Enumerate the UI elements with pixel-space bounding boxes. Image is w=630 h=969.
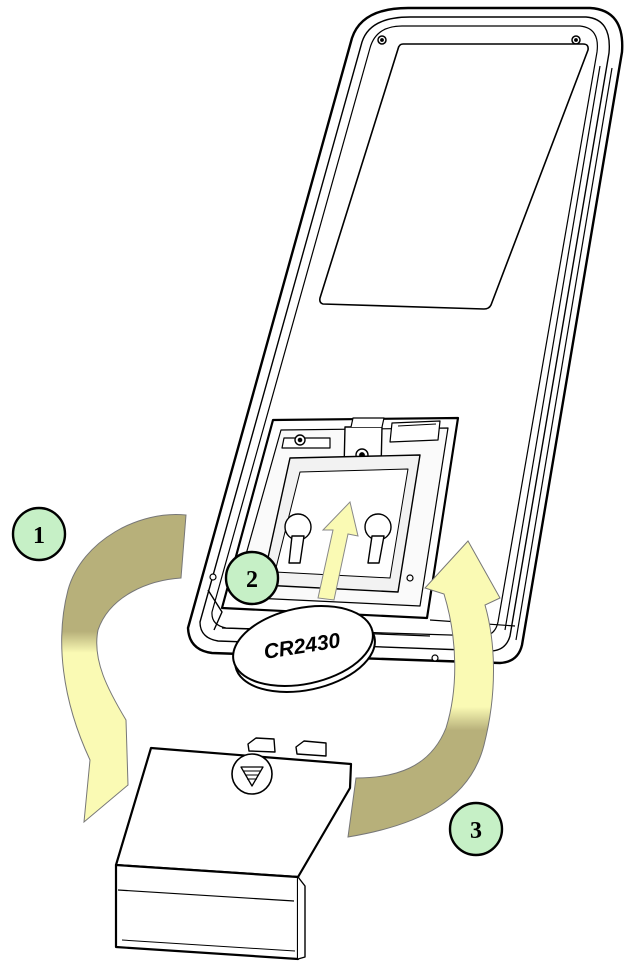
step-badge-1: 1 [11, 506, 67, 562]
arrow-remove-cover [61, 513, 187, 824]
step-number: 1 [33, 523, 45, 549]
arrow-remove-battery [317, 500, 359, 601]
battery-cover [114, 737, 353, 961]
label-window [319, 43, 589, 310]
step-badge-2: 2 [224, 550, 280, 606]
screw-hole [571, 35, 581, 45]
screw-hole [377, 35, 387, 45]
push-triangle-icon [231, 753, 273, 795]
coin-cell-battery: CR2430 [232, 605, 376, 693]
step-number: 2 [246, 567, 258, 593]
arrow-replace-cover [347, 540, 501, 838]
step-badge-3: 3 [448, 801, 504, 857]
battery-contact [364, 513, 392, 564]
step-number: 3 [470, 818, 482, 844]
remote-control [186, 6, 624, 665]
battery-contact [284, 513, 312, 564]
